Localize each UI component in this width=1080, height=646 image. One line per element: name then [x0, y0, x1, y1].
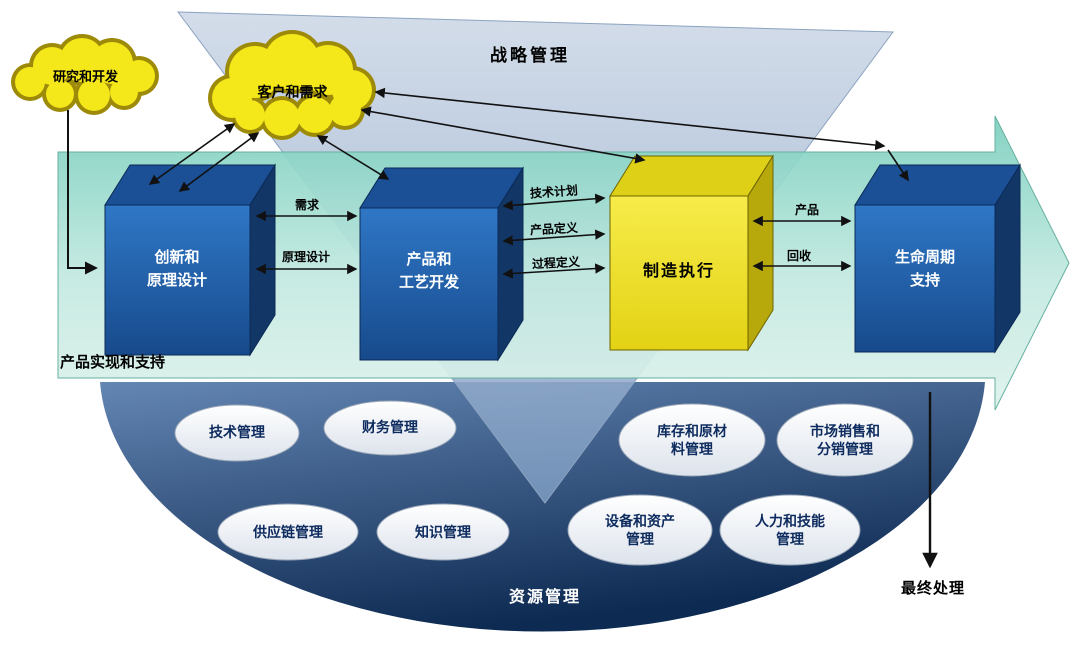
arrow-tech-plan	[502, 193, 606, 211]
ellipse-finance-mgmt	[323, 400, 457, 456]
ellipse-tech-mgmt	[174, 404, 300, 462]
box-manufacturing	[609, 154, 774, 352]
arrow-product-def	[502, 229, 606, 246]
ellipse-inventory-mgmt	[618, 403, 766, 477]
box-lifecycle	[854, 163, 1021, 354]
arrow-rnd-to-innovation	[67, 110, 98, 275]
arrow-cloud-process-dev	[316, 135, 390, 180]
cloud-rnd	[11, 34, 159, 115]
box-process-dev	[359, 166, 524, 362]
box-innovation	[104, 163, 276, 357]
cloud-customer	[208, 30, 376, 140]
ellipse-sales-mgmt	[776, 403, 914, 477]
ellipse-supply-chain-mgmt	[217, 503, 359, 561]
ellipse-equipment-mgmt	[567, 494, 713, 566]
ellipse-knowledge-mgmt	[376, 503, 510, 561]
realization-band-arrow	[57, 115, 1070, 411]
arrow-cloud-manufacturing	[360, 106, 646, 164]
arrow-cloud-innovation-2	[178, 132, 260, 192]
arrow-into-lifecycle	[887, 149, 909, 182]
arrow-process-def	[502, 263, 606, 279]
ellipse-hr-mgmt	[719, 494, 861, 566]
